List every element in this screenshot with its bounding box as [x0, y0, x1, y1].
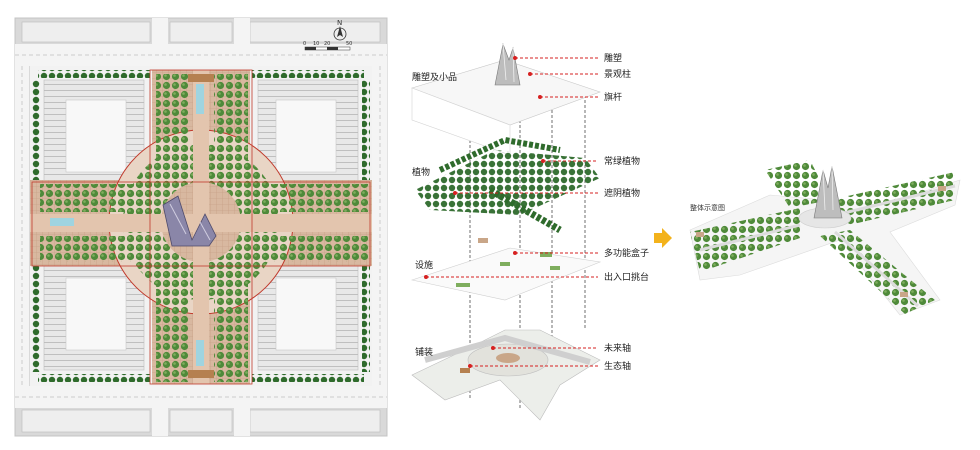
layer-facilities — [410, 238, 602, 301]
layer-paving — [411, 329, 601, 421]
scale-label-3: 50 — [346, 41, 352, 47]
layer-title-4: 铺装 — [415, 346, 433, 358]
plan-perimeter-trees — [32, 70, 370, 382]
callout-landscape-column: 景观柱 — [604, 68, 631, 80]
overview-sculpture — [813, 165, 843, 219]
scale-label-2: 20 — [324, 41, 330, 47]
callout-evergreen: 常绿植物 — [604, 155, 640, 167]
callout-lines — [426, 57, 598, 367]
overview-model: 整体示意图 — [689, 160, 961, 316]
north-arrow-icon: N — [333, 19, 347, 41]
callout-flagpole: 旗杆 — [604, 91, 622, 103]
plan-sculpture — [162, 195, 217, 247]
scale-label-1: 10 — [313, 41, 319, 47]
layer-title-3: 设施 — [415, 259, 433, 271]
plan-cross — [30, 70, 372, 384]
callout-entrance-platform: 出入口挑台 — [604, 271, 649, 283]
plan-top-blocks — [21, 21, 381, 433]
layer-title-2: 植物 — [412, 166, 430, 178]
right-arrow-icon — [654, 228, 672, 248]
callout-future-axis: 未来轴 — [604, 342, 631, 354]
master-plan: N 0 10 20 50 — [14, 17, 388, 437]
north-label: N — [337, 19, 342, 27]
callout-multifunction-box: 多功能盒子 — [604, 247, 649, 259]
callout-shade-trees: 遮阴植物 — [604, 187, 640, 199]
scale-bar: 0 10 20 50 — [303, 41, 352, 51]
scale-label-0: 0 — [303, 41, 306, 47]
exploded-layers: 雕塑及小品 植物 设施 — [410, 42, 649, 421]
callout-sculpture: 雕塑 — [604, 52, 622, 64]
layer-title-1: 雕塑及小品 — [412, 71, 457, 83]
overview-title: 整体示意图 — [690, 203, 725, 212]
layer-sculpture — [411, 42, 601, 156]
sculpture-model — [494, 42, 521, 86]
callout-eco-axis: 生态轴 — [604, 360, 631, 372]
layer-vegetation — [415, 136, 600, 234]
